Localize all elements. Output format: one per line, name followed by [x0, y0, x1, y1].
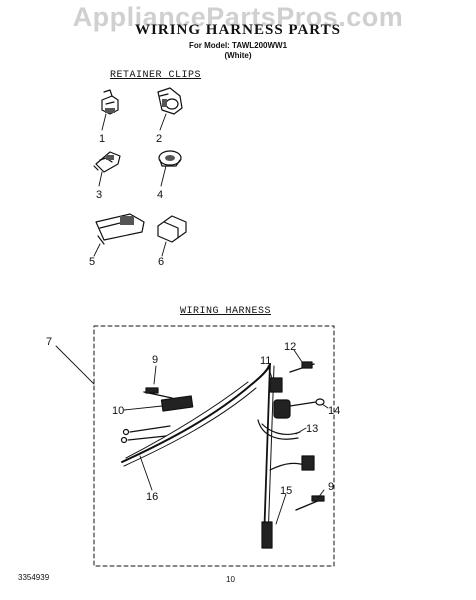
- clip-3-number: 3: [96, 189, 102, 201]
- retainer-clip-1[interactable]: [101, 89, 119, 115]
- wiring-harness-assembly[interactable]: [120, 361, 325, 549]
- clip-5-number: 5: [89, 256, 95, 268]
- callout-12: 12: [284, 341, 296, 353]
- page-number: 10: [226, 575, 235, 584]
- watermark: AppliancePartsPros.com: [72, 2, 404, 32]
- callout-15: 15: [280, 485, 292, 497]
- retainer-clip-5[interactable]: [95, 213, 145, 245]
- retainer-clip-2[interactable]: [157, 87, 183, 115]
- doc-number: 3354939: [18, 573, 50, 582]
- retainer-clips-heading: RETAINER CLIPS: [110, 70, 202, 81]
- model-line: For Model: TAWL200WW1: [188, 41, 288, 50]
- retainer-clip-6[interactable]: [157, 215, 187, 243]
- callout-16: 16: [146, 491, 158, 503]
- color-line: (White): [224, 51, 252, 60]
- callout-10: 10: [112, 405, 124, 417]
- callout-9-top: 9: [152, 354, 158, 366]
- clip-4-number: 4: [157, 189, 163, 201]
- callout-14: 14: [328, 405, 340, 417]
- clip-6-number: 6: [158, 256, 164, 268]
- wiring-harness-heading: WIRING HARNESS: [180, 306, 272, 317]
- callout-13: 13: [306, 423, 318, 435]
- retainer-clip-3[interactable]: [93, 151, 121, 173]
- callout-11: 11: [260, 355, 271, 367]
- harness-frame: [93, 325, 335, 567]
- clip-2-number: 2: [156, 133, 162, 145]
- clip-1-number: 1: [99, 133, 105, 145]
- callout-9-bottom: 9: [328, 481, 334, 493]
- page-title: WIRING HARNESS PARTS: [135, 22, 341, 38]
- callout-7: 7: [46, 336, 52, 348]
- retainer-clip-4[interactable]: [158, 150, 182, 167]
